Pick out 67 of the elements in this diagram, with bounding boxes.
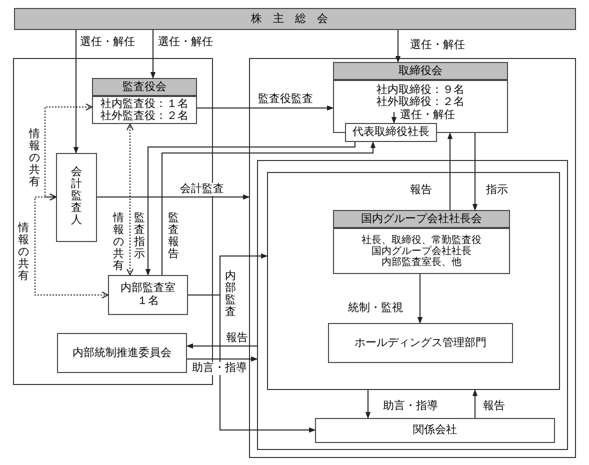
arrow — [472, 389, 478, 418]
box-text: 内部監査室 — [120, 282, 176, 295]
edge-label: 選任・解任 — [158, 36, 213, 49]
box-text: １名 — [137, 295, 159, 308]
edge-label: 報告 — [483, 400, 505, 413]
group-frame — [249, 58, 576, 458]
edge-label: 監査報告 — [168, 212, 179, 260]
edge-label: 統制・監視 — [348, 302, 403, 315]
office-box — [108, 275, 188, 315]
meeting-band: 株主総会 — [14, 8, 576, 30]
edge-label: 報告 — [226, 332, 248, 345]
council-box — [333, 210, 510, 274]
box-text: 社外取締役：２名 — [376, 96, 464, 108]
arrow — [417, 274, 423, 324]
group-frame — [267, 172, 560, 390]
affiliate-box — [315, 418, 555, 443]
board-box — [92, 78, 197, 124]
department-box — [328, 323, 513, 363]
edge-label: 情報の共有 — [18, 222, 29, 282]
dotted-arrow — [34, 194, 108, 298]
arrow — [145, 142, 356, 276]
box-text: 社外監査役：２名 — [100, 110, 188, 122]
edge-label: 会計監査 — [180, 183, 224, 196]
arrow — [447, 132, 453, 210]
arrow — [162, 141, 376, 276]
arrow — [150, 30, 156, 79]
box-text: 国内グループ会社社長 — [372, 246, 472, 256]
edge-label: 選任・解任 — [400, 109, 455, 122]
arrow — [472, 132, 478, 211]
edge-label: 助言・指導 — [383, 400, 438, 413]
edge-label: 情報の共有 — [29, 128, 40, 188]
edge-label: 監査役監査 — [258, 93, 313, 106]
arrow — [395, 30, 401, 63]
group-frame — [257, 160, 568, 450]
box-text: 会計監査人 — [71, 166, 82, 226]
arrow — [196, 105, 334, 111]
arrow — [73, 30, 79, 154]
dotted-arrow — [44, 104, 92, 200]
edge-label: 指示 — [486, 184, 508, 197]
arrow — [186, 343, 258, 349]
box-text: 内部統制推進委員会 — [72, 346, 172, 360]
edge-label: 内部監査 — [225, 270, 236, 318]
box-text: 社内取締役：９名 — [376, 84, 464, 96]
committee-box — [57, 333, 187, 373]
arrow — [96, 194, 250, 200]
edge-label: 監査指示 — [134, 212, 145, 260]
box-text: 関係会社 — [413, 424, 457, 437]
box-header: 国内グループ会社社長会 — [334, 211, 509, 229]
box-text: 代表取締役社長 — [352, 126, 430, 139]
box-header: 取締役会 — [334, 63, 507, 81]
edge-label: 情報の共有 — [113, 212, 124, 272]
dotted-arrow — [126, 124, 134, 276]
arrow — [391, 112, 397, 124]
auditor-box — [56, 153, 97, 242]
box-text: 社内監査役：１名 — [100, 98, 188, 110]
president-box — [345, 123, 437, 142]
edge-label: 選任・解任 — [80, 36, 135, 49]
arrow — [188, 294, 316, 433]
arrow — [186, 356, 258, 362]
box-text: 社長、取締役、常勤監査役 — [362, 234, 482, 246]
edge-label: 選任・解任 — [410, 39, 465, 52]
edge-label: 報告 — [410, 184, 432, 197]
box-header: 監査役会 — [93, 79, 196, 97]
arrow — [365, 390, 371, 419]
box-text: ホールディングス管理部門 — [354, 336, 486, 350]
edge-label: 助言・指導 — [192, 362, 247, 375]
box-text: 内部監査室長、他 — [382, 256, 462, 268]
